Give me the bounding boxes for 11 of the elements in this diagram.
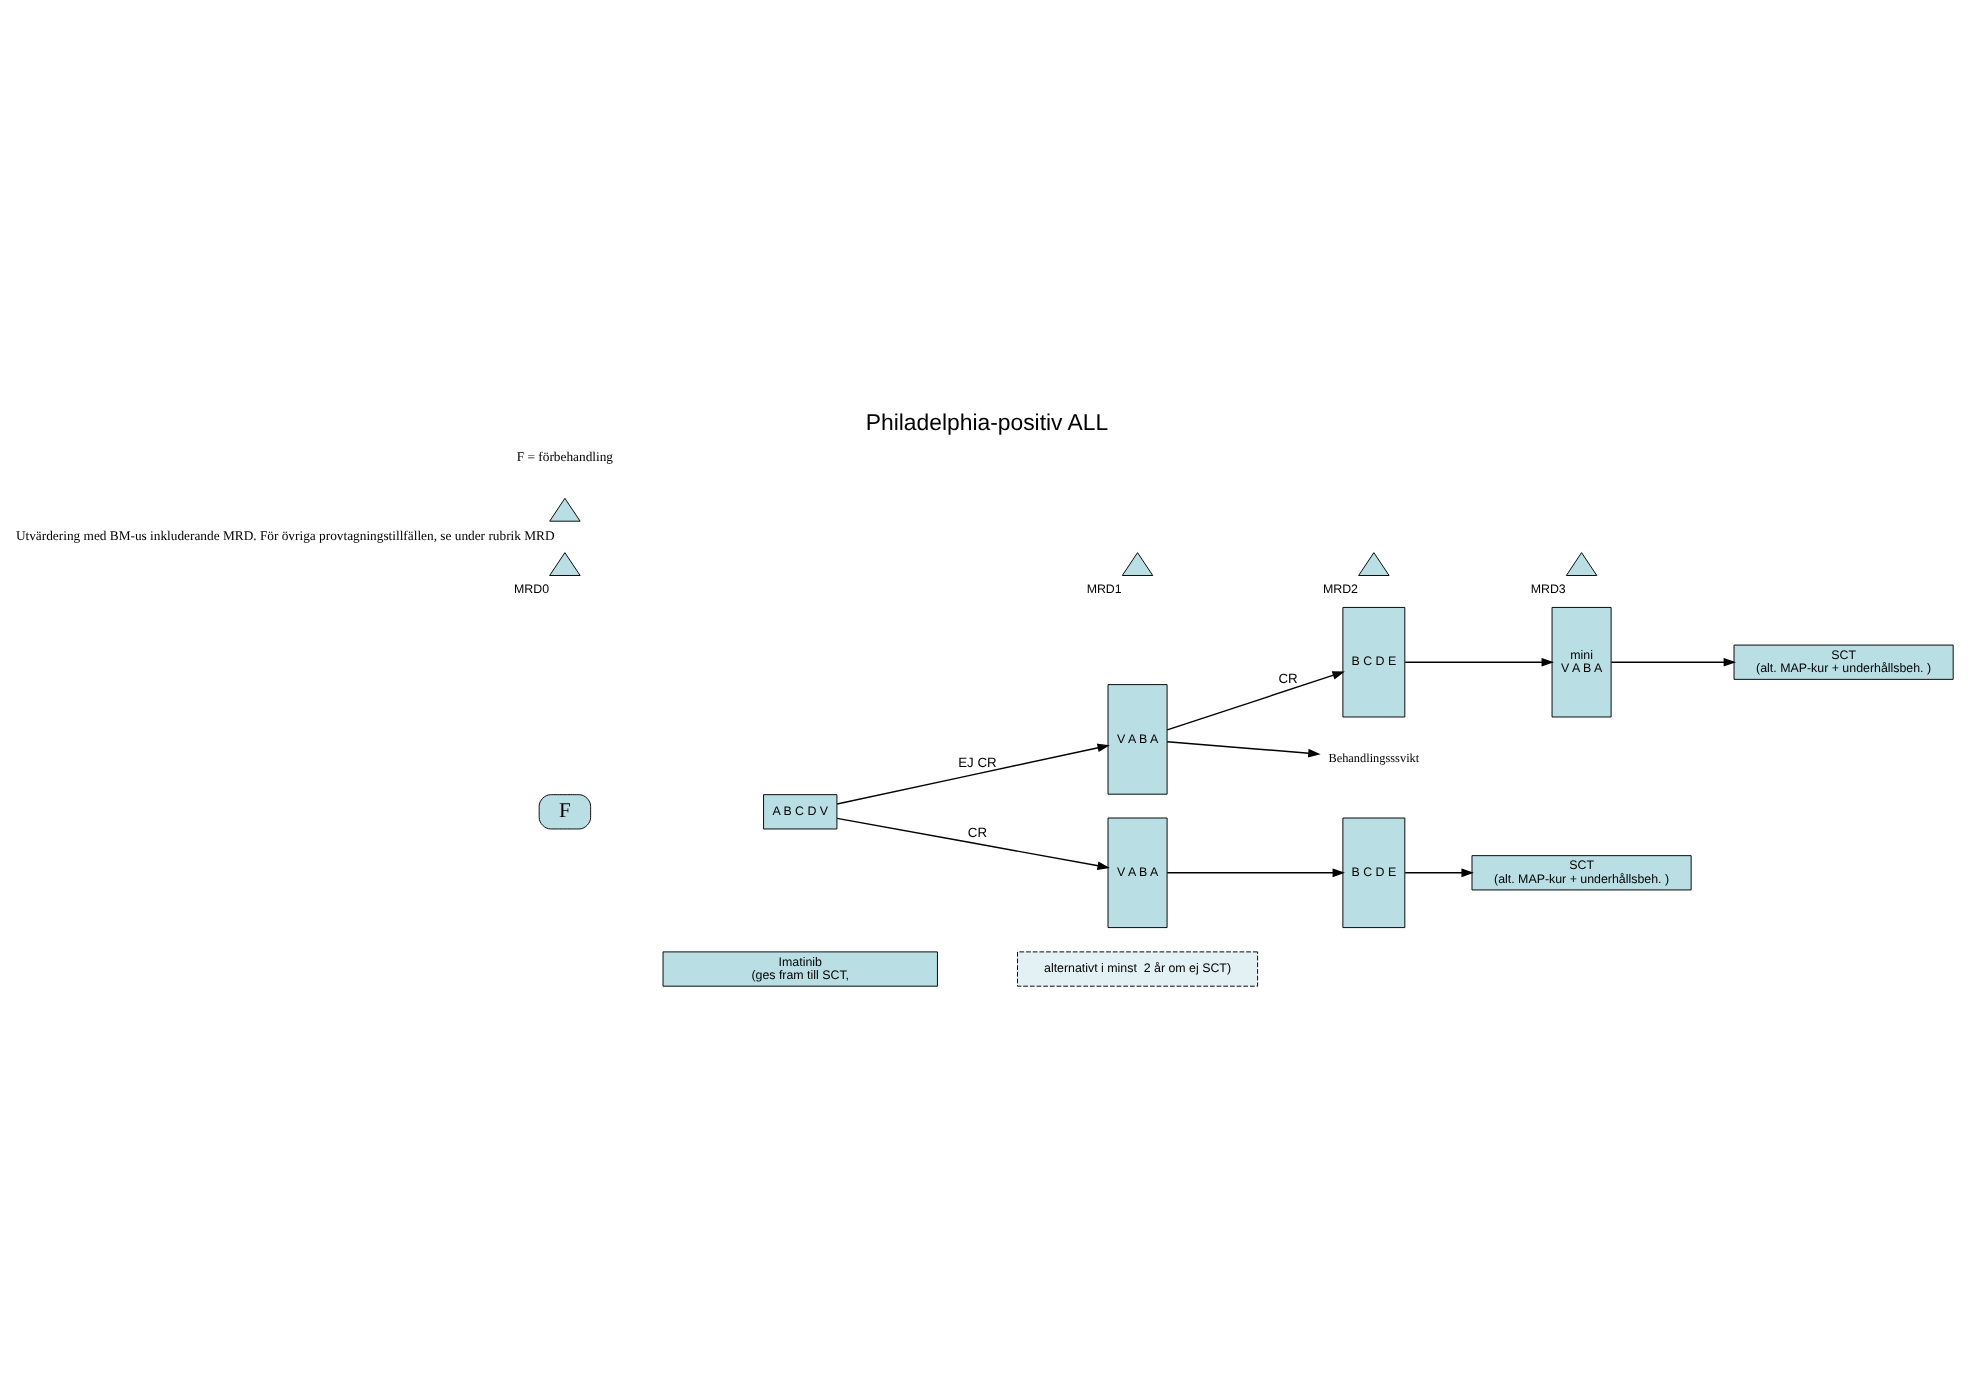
- arrow: [1404, 656, 1554, 666]
- arrow: [1166, 740, 1321, 757]
- arrow: [1404, 867, 1474, 877]
- arrow: [836, 816, 1110, 869]
- arrow: [836, 742, 1110, 804]
- arrow: [1166, 867, 1345, 877]
- arrow: [1166, 670, 1345, 730]
- diagram-title: Philadelphia-positiv ALL: [865, 410, 1109, 435]
- node-triangle: [549, 496, 581, 521]
- node-box: F: [538, 793, 592, 829]
- arrow: [1610, 656, 1737, 666]
